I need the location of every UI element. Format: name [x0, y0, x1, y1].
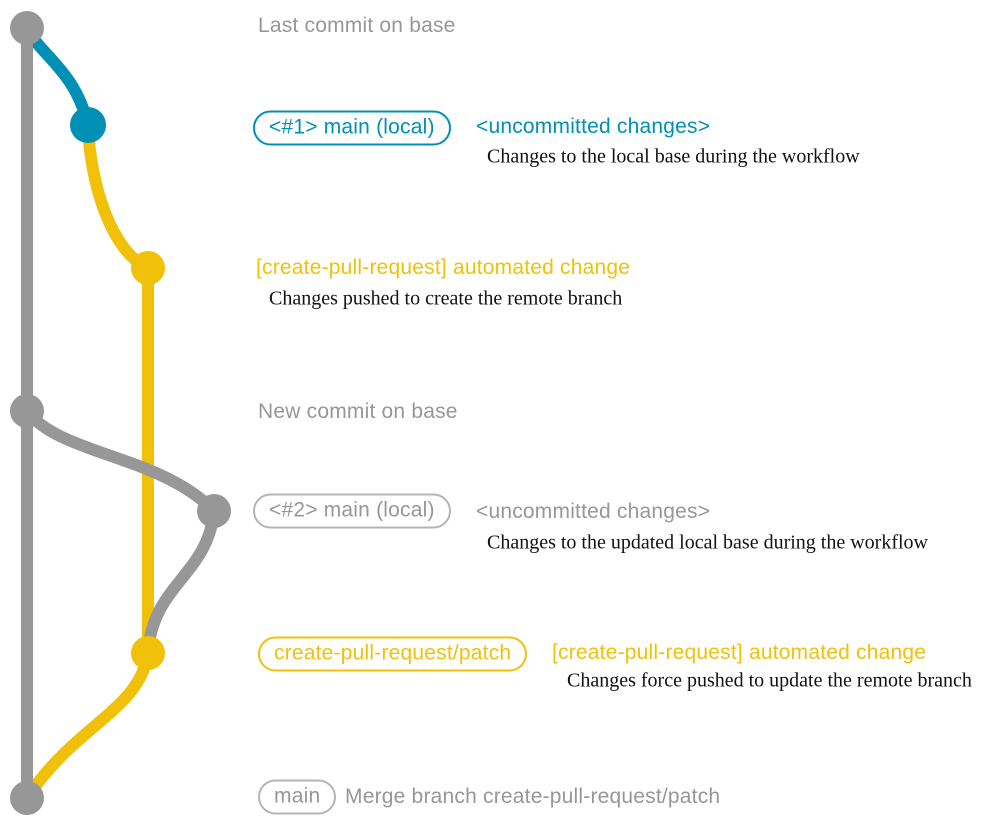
- branch-line-merge-to-base: [21, 647, 154, 804]
- branch-line-create-pull-request: [82, 119, 154, 659]
- commit-dot-automated-2: [131, 636, 165, 670]
- branch-label-main: main: [258, 779, 337, 815]
- commit-message-uncommitted-2: <uncommitted changes>: [476, 500, 711, 523]
- commit-dot-last-commit: [10, 11, 44, 45]
- commit-dot-automated-1: [131, 251, 165, 285]
- commit-dot-uncommitted-1: [70, 107, 106, 143]
- commit-message-merge: Merge branch create-pull-request/patch: [345, 785, 721, 808]
- commit-message-automated-2: [create-pull-request] automated change: [552, 641, 927, 664]
- commit-dot-uncommitted-2: [197, 494, 231, 528]
- commit-message-new-commit: New commit on base: [258, 400, 458, 423]
- branch-label-create-pull-request-patch: create-pull-request/patch: [258, 636, 528, 672]
- commit-message-automated-1: [create-pull-request] automated change: [256, 256, 631, 279]
- branch-line-local-changes-2: [21, 405, 220, 517]
- commit-message-uncommitted-1: <uncommitted changes>: [476, 115, 711, 138]
- commit-description-uncommitted-2: Changes to the updated local base during…: [487, 531, 928, 554]
- commit-description-automated-2: Changes force pushed to update the remot…: [567, 669, 972, 692]
- branch-label-main-local-1: <#1> main (local): [253, 110, 451, 146]
- commit-dot-new-commit: [10, 394, 44, 428]
- commit-description-uncommitted-1: Changes to the local base during the wor…: [487, 145, 860, 168]
- branch-label-main-local-2: <#2> main (local): [253, 493, 451, 529]
- commit-description-automated-1: Changes pushed to create the remote bran…: [269, 287, 623, 310]
- commit-dot-merge: [10, 781, 44, 815]
- commit-message-last-commit: Last commit on base: [258, 14, 456, 37]
- branch-line-rebase-merge: [142, 505, 220, 659]
